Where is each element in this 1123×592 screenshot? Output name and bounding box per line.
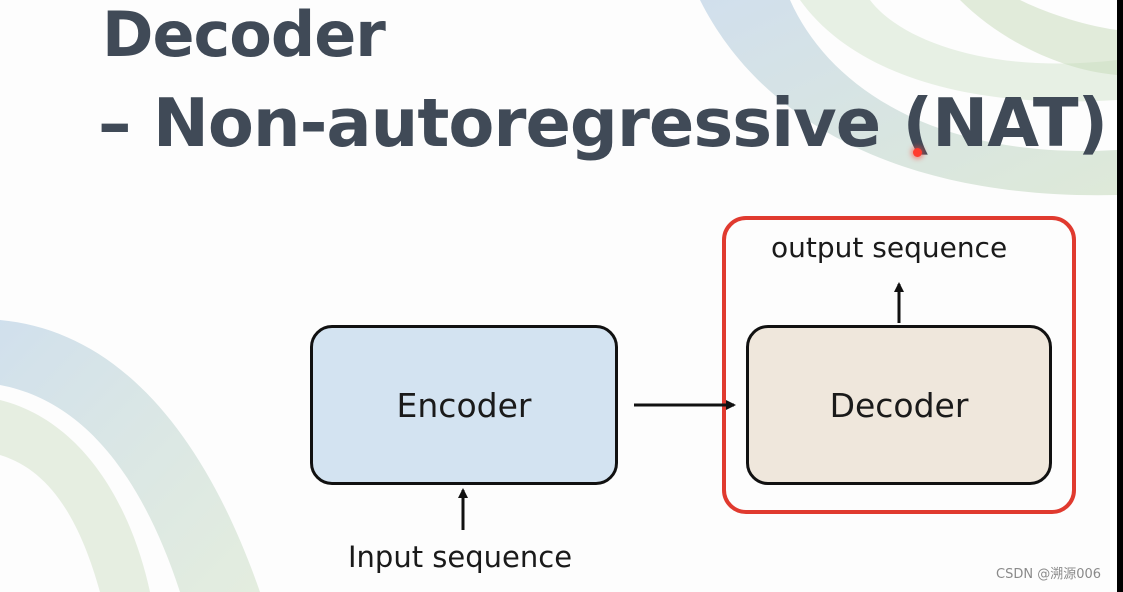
watermark: CSDN @溯源006 (996, 567, 1102, 582)
encoder-label: Encoder (396, 385, 532, 425)
screen-edge (1117, 0, 1123, 592)
slide-subtitle: – Non-autoregressive (NAT) (98, 84, 1108, 162)
output-sequence-label: output sequence (771, 231, 1008, 264)
laser-pointer-icon (913, 148, 922, 157)
encoder-block: Encoder (310, 325, 618, 485)
decoder-block: Decoder (746, 325, 1052, 485)
decoder-label: Decoder (829, 385, 969, 425)
decoder-highlight-frame (722, 216, 1076, 514)
slide-title: Decoder (102, 0, 386, 71)
input-sequence-label: Input sequence (348, 540, 573, 574)
